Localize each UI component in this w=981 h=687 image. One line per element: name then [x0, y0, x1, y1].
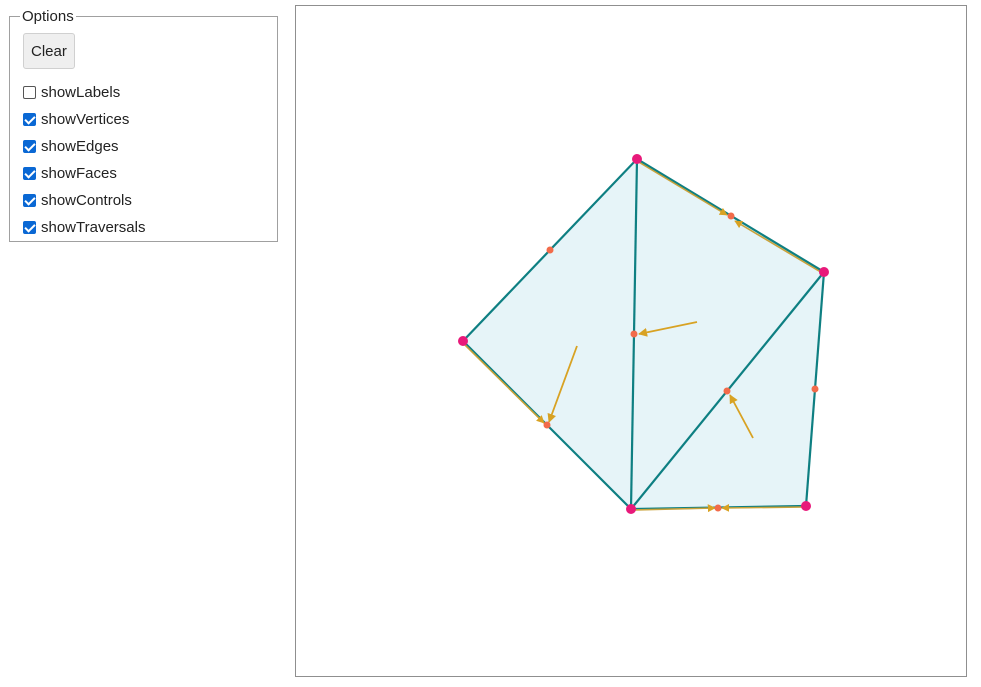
options-legend: Options	[22, 8, 74, 25]
edge-midpoint[interactable]	[714, 504, 722, 512]
edge-midpoint[interactable]	[723, 387, 731, 395]
mesh-drawing[interactable]	[296, 6, 966, 676]
mesh-vertex[interactable]	[458, 336, 468, 346]
option-label: showFaces	[41, 165, 117, 182]
option-show-faces[interactable]: showFaces	[23, 160, 267, 187]
checkbox-show-traversals[interactable]	[23, 221, 36, 234]
option-label: showControls	[41, 192, 132, 209]
option-show-edges[interactable]: showEdges	[23, 133, 267, 160]
checkbox-show-faces[interactable]	[23, 167, 36, 180]
mesh-face[interactable]	[463, 159, 637, 509]
control-arrow-icon	[638, 321, 698, 337]
edge-midpoint[interactable]	[546, 246, 554, 254]
option-show-traversals[interactable]: showTraversals	[23, 214, 267, 241]
option-show-labels[interactable]: showLabels	[23, 79, 267, 106]
traversal-arrow-icon	[734, 220, 825, 275]
edge-midpoint[interactable]	[543, 421, 551, 429]
checkbox-show-controls[interactable]	[23, 194, 36, 207]
clear-button[interactable]: Clear	[23, 33, 75, 69]
option-show-controls[interactable]: showControls	[23, 187, 267, 214]
option-label: showLabels	[41, 84, 121, 101]
checkbox-show-edges[interactable]	[23, 140, 36, 153]
mesh-vertex[interactable]	[632, 154, 642, 164]
traversal-arrow-icon	[462, 342, 545, 424]
checkbox-show-labels[interactable]	[23, 86, 36, 99]
options-panel: Options Clear showLabels showVertices sh…	[9, 8, 278, 242]
edge-midpoint[interactable]	[727, 212, 735, 220]
edge-midpoint[interactable]	[811, 385, 819, 393]
mesh-vertex[interactable]	[801, 501, 811, 511]
mesh-vertex[interactable]	[819, 267, 829, 277]
mesh-face[interactable]	[631, 159, 824, 509]
control-arrow-icon	[729, 394, 754, 439]
option-label: showEdges	[41, 138, 119, 155]
checkbox-show-vertices[interactable]	[23, 113, 36, 126]
option-label: showTraversals	[41, 219, 146, 236]
option-show-vertices[interactable]: showVertices	[23, 106, 267, 133]
traversal-arrow-icon	[630, 504, 716, 513]
drawing-canvas[interactable]	[295, 5, 967, 677]
edge-midpoint[interactable]	[630, 330, 638, 338]
traversal-arrow-icon	[721, 503, 807, 512]
traversal-arrow-icon	[636, 160, 728, 216]
control-arrow-icon	[547, 345, 578, 423]
option-label: showVertices	[41, 111, 130, 128]
mesh-vertex[interactable]	[626, 504, 636, 514]
